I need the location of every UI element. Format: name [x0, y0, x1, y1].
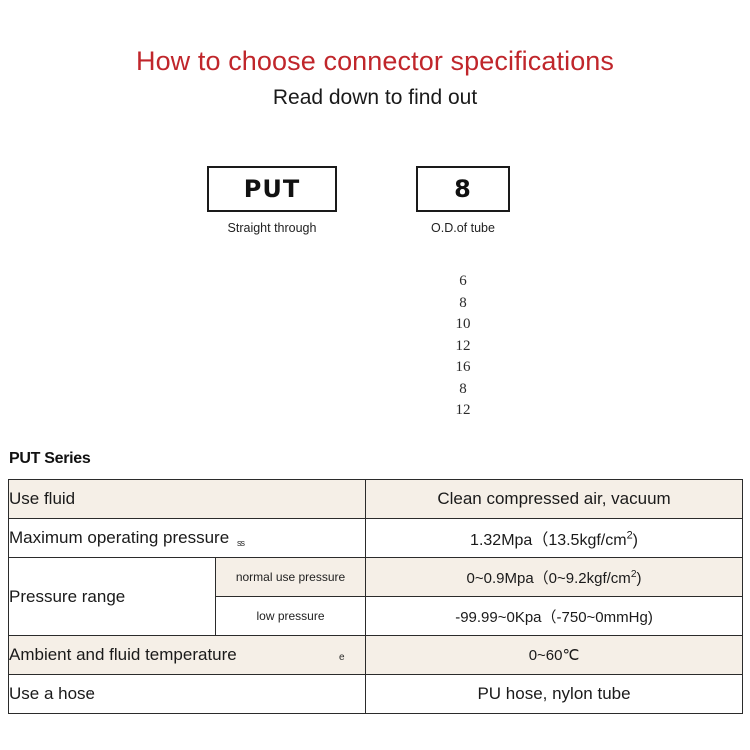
code-box-size-value: 8	[454, 175, 472, 203]
spec-sublabel-low-pressure: low pressure	[214, 596, 367, 636]
table-row: Use a hose, PU hose, nylon tube	[7, 674, 744, 714]
series-heading: PUT Series	[9, 450, 91, 467]
code-caption-size: O.D.of tube	[431, 221, 495, 235]
spec-value-superscript: 2	[630, 568, 637, 580]
spec-value-max-operating-pressure-text: 1.32Mpa（13.5kgf/cm	[470, 532, 627, 549]
spec-value-use-a-hose: PU hose, nylon tube	[365, 674, 744, 714]
spec-value-superscript: 2	[626, 529, 633, 542]
spec-label-use-fluid: Use fluid	[7, 479, 367, 519]
spec-value-suffix: )	[632, 532, 638, 549]
table-row: Use fluid Clean compressed air, vacuum	[7, 479, 744, 519]
scan-artifact-glyph: e	[339, 652, 345, 663]
code-box-series[interactable]: PUT	[207, 166, 337, 212]
size-option[interactable]: 6	[459, 273, 467, 289]
size-option[interactable]: 12	[455, 402, 471, 418]
scan-artifact-glyph: ss	[237, 538, 245, 548]
scan-artifact-glyph: ,	[89, 683, 93, 695]
page-header: How to choose connector specifications R…	[0, 44, 750, 111]
spec-value-normal-use-pressure: 0~0.9Mpa（0~9.2kgf/cm2)	[365, 557, 744, 597]
spec-label-pressure-range: Pressure range	[8, 557, 216, 636]
code-column-series: PUT Straight through	[207, 166, 337, 235]
spec-label-use-a-hose: Use a hose,	[7, 674, 367, 714]
code-box-size[interactable]: 8	[416, 166, 510, 212]
spec-label-max-operating-pressure: Maximum operating pressure ss	[7, 518, 367, 558]
spec-value-suffix: )	[636, 569, 642, 587]
table-row: Pressure range normal use pressure 0~0.9…	[8, 557, 744, 636]
spec-value-low-pressure: -99.99~0Kpa（-750~0mmHg)	[365, 596, 744, 636]
code-column-size: 8 O.D.of tube	[416, 166, 510, 235]
code-box-series-value: PUT	[243, 175, 301, 203]
spec-label-ambient-fluid-temperature: Ambient and fluid temperature e	[7, 635, 367, 675]
spec-value-use-fluid: Clean compressed air, vacuum	[365, 479, 744, 519]
spec-label-max-operating-pressure-text: Maximum operating pressure	[9, 528, 230, 547]
size-option[interactable]: 8	[459, 294, 467, 311]
size-option[interactable]: 10	[455, 316, 471, 332]
spec-value-ambient-fluid-temperature: 0~60℃	[365, 635, 744, 675]
spec-label-use-a-hose-text: Use a hose	[9, 684, 95, 703]
page-title: How to choose connector specifications	[135, 46, 615, 76]
size-option[interactable]: 16	[455, 359, 471, 375]
code-caption-series: Straight through	[227, 221, 317, 235]
spec-value-max-operating-pressure: 1.32Mpa（13.5kgf/cm2)	[365, 518, 744, 558]
size-option[interactable]: 12	[455, 337, 471, 354]
size-option[interactable]: 8	[459, 380, 467, 397]
size-option-list: 6 8 10 12 16 8 12	[416, 271, 510, 422]
table-row: Ambient and fluid temperature e 0~60℃	[7, 635, 744, 675]
page-subtitle: Read down to find out	[272, 86, 478, 109]
part-code-selector: PUT Straight through 8 O.D.of tube	[0, 166, 750, 266]
specification-table: Use fluid Clean compressed air, vacuum M…	[7, 479, 744, 714]
table-row: Maximum operating pressure ss 1.32Mpa（13.…	[7, 518, 744, 558]
spec-sublabel-normal-use-pressure: normal use pressure	[214, 557, 367, 597]
spec-label-ambient-fluid-temperature-text: Ambient and fluid temperature	[9, 645, 237, 664]
spec-value-normal-use-pressure-text: 0~0.9Mpa（0~9.2kgf/cm	[466, 569, 631, 587]
